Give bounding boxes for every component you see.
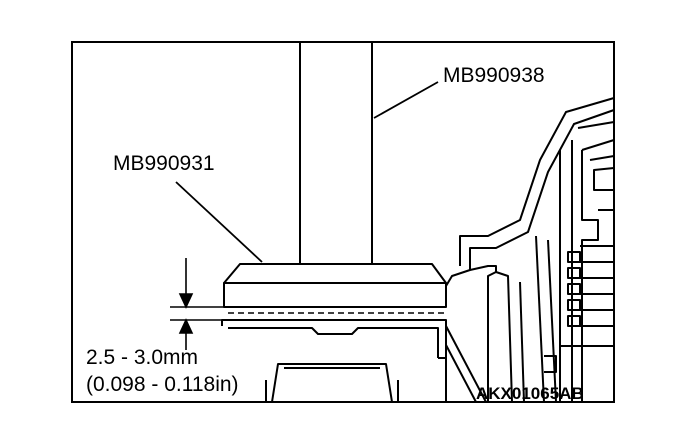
leader-line-mb990931 bbox=[175, 181, 263, 263]
label-mb990931: MB990931 bbox=[113, 152, 215, 175]
dimension-inch-label: (0.098 - 0.118in) bbox=[86, 373, 239, 396]
dimension-marker bbox=[170, 258, 228, 350]
leader-line-mb990938 bbox=[373, 81, 439, 119]
figure-frame bbox=[71, 41, 615, 403]
label-mb990938: MB990938 bbox=[443, 64, 545, 87]
oil-seal bbox=[221, 282, 447, 359]
installer-cap bbox=[223, 263, 447, 284]
inner-bearing bbox=[265, 363, 399, 403]
transmission-case bbox=[445, 97, 615, 403]
figure-code-label: AKX01065AB bbox=[476, 384, 584, 403]
clutch-plates bbox=[544, 245, 614, 373]
installer-rod bbox=[299, 42, 373, 264]
dimension-mm-label: 2.5 - 3.0mm bbox=[86, 346, 198, 369]
